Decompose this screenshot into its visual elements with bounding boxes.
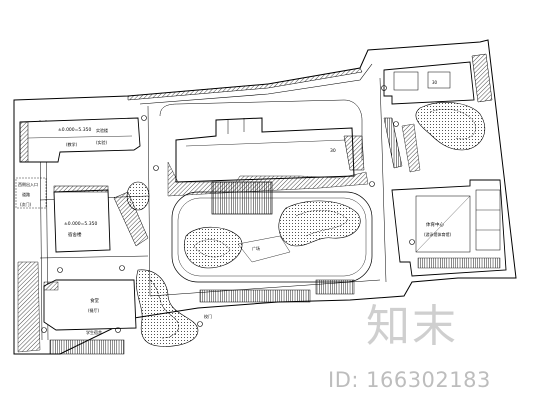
teaching-sub-label-b: (实验)	[96, 139, 108, 145]
south-parking-strip	[49, 339, 125, 355]
west-gate-sub-label-2: (次门)	[20, 201, 32, 207]
north-loop-road	[159, 99, 363, 160]
gym-name-label: 体育中心	[426, 221, 444, 228]
canteen-sub-label: (餐厅)	[88, 307, 100, 313]
teaching-sub-label-a: (教学)	[66, 141, 78, 147]
watermark-id: ID: 166302183	[328, 368, 491, 392]
west-gate-group: 西侧出入口 道路 (次门)	[15, 177, 47, 209]
site-markers	[41, 85, 415, 333]
teaching-side-label: 实验楼	[96, 127, 108, 133]
south-garden-path	[149, 279, 179, 339]
canteen-name-label: 食堂	[90, 297, 99, 304]
gym-sub-label: (游泳馆体育馆)	[424, 231, 452, 237]
south-garden	[136, 269, 199, 347]
south-parking-west	[199, 289, 311, 303]
central-garden: 广场	[171, 191, 373, 283]
watermark-logo: 知末	[366, 301, 458, 352]
west-gate-sub-label: 道路	[22, 191, 30, 197]
north-east-building: 30	[383, 53, 493, 105]
east-parking-strip	[383, 117, 403, 169]
dormitory-building: ±0.000=5.350 宿舍楼	[53, 185, 111, 253]
sports-center: 体育中心 (游泳馆体育馆)	[391, 179, 507, 277]
teaching-building: ±0.000=5.350 (教学) (实验) 实验楼	[19, 117, 141, 163]
south-gate-label: 校门	[204, 313, 212, 319]
main-building-number: 30	[330, 148, 336, 154]
dorm-stair-hatch	[113, 191, 149, 247]
east-green-hatch	[401, 123, 421, 173]
canteen-building: 食堂 (餐厅)	[43, 279, 137, 331]
north-east-building-number: 30	[432, 80, 438, 85]
plaza-label: 广场	[252, 245, 260, 251]
dorm-garden	[126, 181, 150, 211]
north-road-edge	[139, 63, 373, 105]
dorm-elevation-label: ±0.000=5.350	[64, 221, 97, 227]
west-green-strip	[17, 261, 41, 353]
teaching-elevation-label: ±0.000=5.350	[58, 127, 91, 133]
south-parking-east	[315, 279, 355, 295]
west-gate-label: 西侧出入口	[18, 181, 38, 187]
main-building: 30	[175, 117, 365, 183]
south-label: 学生宿舍	[86, 329, 102, 335]
north-east-garden	[415, 102, 486, 151]
north-east-garden-path	[429, 109, 476, 140]
north-wall-hatch	[127, 67, 363, 101]
dorm-name-label: 宿舍楼	[68, 231, 82, 238]
